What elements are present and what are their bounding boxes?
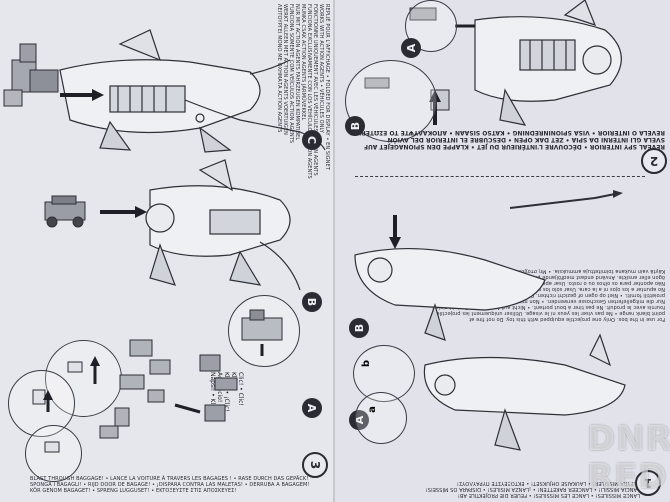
caption-line: SPONGA I BAGAGLI! • RIJD DOOR DE BAGAGE!…: [30, 482, 310, 488]
step-3-number: 3: [302, 452, 328, 478]
missile-illustration: [509, 190, 623, 209]
step-a-letter: A: [302, 398, 322, 418]
callout-label-a: a: [366, 406, 378, 413]
heading-line: REVEAL SPY INTERIOR • DÉCOUVRE L'INTÉRIE…: [363, 143, 665, 150]
callout-label-b: b: [361, 359, 373, 368]
detail-callout-3: [25, 425, 82, 482]
step-2-number: 2: [641, 148, 667, 174]
page-fold: [333, 0, 336, 502]
step-c-letter: C: [302, 130, 322, 150]
step-3-caption: BLAST THROUGH BAGGAGE! • LANCE LA VOITUR…: [30, 476, 310, 494]
right-page: A B REVEAL SPY INTERIOR • DÉCOUVRE L'INT…: [335, 0, 670, 502]
step-2-heading: REVEAL SPY INTERIOR • DÉCOUVRE L'INTÉRIE…: [349, 129, 665, 150]
click-detail-illustration: [241, 309, 283, 356]
step-b-illustration: [44, 159, 301, 291]
step-1-illustration: [354, 215, 626, 451]
step-a-illustration: [32, 339, 238, 453]
detail-callout-a-lower: [355, 392, 407, 444]
step-b-letter-lower: B: [349, 318, 369, 338]
caption-line: KÖR GENOM BAGAGET! • SPRENG LUGGUSET! • …: [30, 488, 237, 494]
left-page: REPLIÉ POUR L'AFFICHAGE • FOLDED FOR DIS…: [3, 4, 330, 494]
watermark: DNR RED: [587, 419, 670, 497]
heading-line: REVELA O INTERIOR • VISA SPIONINREDNING …: [349, 129, 665, 136]
step-c-illustration: [3, 29, 326, 153]
step-a-letter: A: [401, 38, 421, 58]
heading-line: SVELA GLI INTERNI DA SPIA • ZET DAK OPEN…: [387, 136, 665, 143]
dashed-separator: [355, 176, 645, 177]
step-b-letter: B: [302, 292, 322, 312]
caption-line: BLAST THROUGH BAGGAGE! • LANCE LA VOITUR…: [30, 476, 309, 482]
